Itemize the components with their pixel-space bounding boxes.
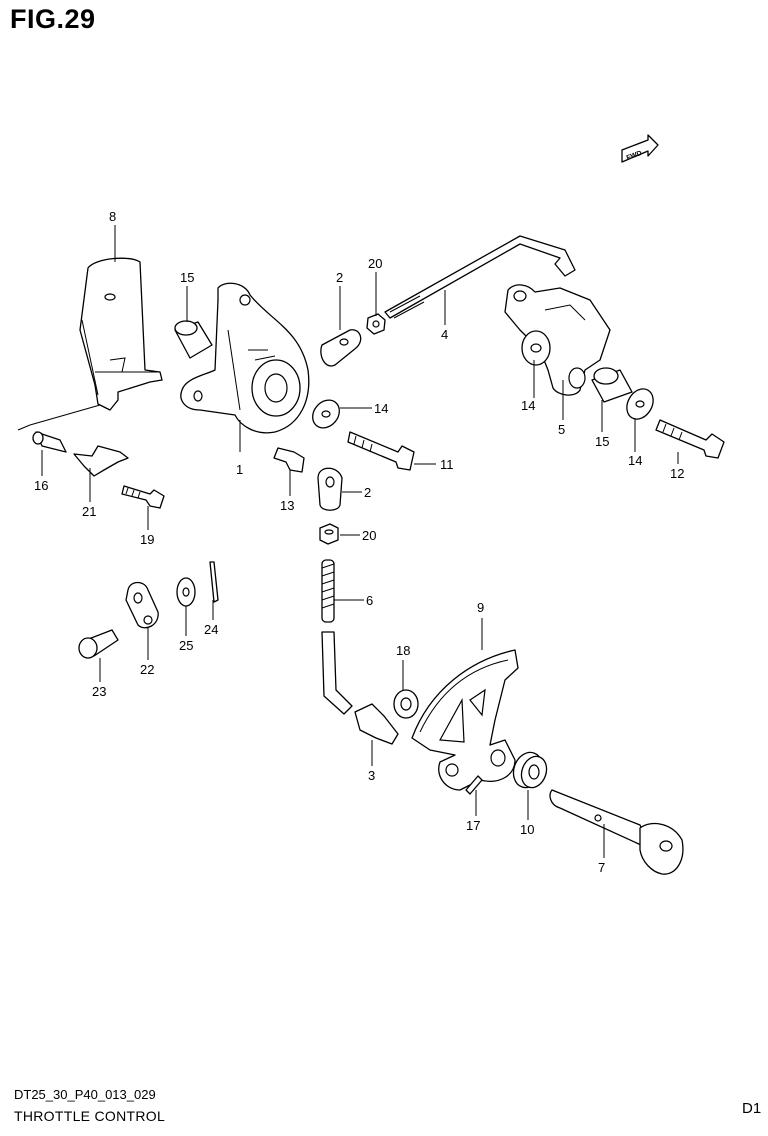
part-9-sector-plate bbox=[411, 649, 519, 791]
callout-18: 18 bbox=[396, 643, 410, 658]
part-5-lever bbox=[504, 284, 611, 396]
callout-25: 25 bbox=[179, 638, 193, 653]
callout-22: 22 bbox=[140, 662, 154, 677]
part-22-joint bbox=[125, 581, 159, 629]
diagram-code: DT25_30_P40_013_029 bbox=[14, 1087, 156, 1102]
part-15-collar bbox=[174, 320, 213, 359]
callout-20-lower: 20 bbox=[362, 528, 376, 543]
part-19-screw bbox=[121, 485, 165, 509]
part-2-joint-upper bbox=[320, 329, 362, 367]
callout-17: 17 bbox=[466, 818, 480, 833]
part-8-bracket bbox=[17, 257, 163, 431]
diagram-title: THROTTLE CONTROL bbox=[14, 1108, 166, 1124]
callout-14-a: 14 bbox=[374, 401, 388, 416]
part-20-nut-lower bbox=[319, 523, 339, 545]
callout-14-c: 14 bbox=[628, 453, 642, 468]
callout-20-upper: 20 bbox=[368, 256, 382, 271]
part-14-washer-c bbox=[626, 388, 654, 420]
callout-5: 5 bbox=[558, 422, 565, 437]
callout-15-upper: 15 bbox=[180, 270, 194, 285]
callout-2-upper: 2 bbox=[336, 270, 343, 285]
part-17-pin bbox=[465, 775, 483, 795]
callout-14-b: 14 bbox=[521, 398, 535, 413]
part-6-threaded-rod bbox=[321, 559, 353, 715]
callout-7: 7 bbox=[598, 860, 605, 875]
part-11-bolt bbox=[347, 431, 415, 471]
callout-15-right: 15 bbox=[595, 434, 609, 449]
part-21-clamp bbox=[73, 445, 129, 477]
leader-lines bbox=[41, 225, 679, 858]
callout-6: 6 bbox=[366, 593, 373, 608]
part-25-washer bbox=[176, 577, 196, 607]
callout-10: 10 bbox=[520, 822, 534, 837]
callout-1: 1 bbox=[236, 462, 243, 477]
part-13-pin bbox=[273, 447, 305, 473]
part-1-throttle-lever bbox=[180, 282, 310, 434]
part-7-shaft bbox=[549, 789, 684, 875]
callout-9: 9 bbox=[477, 600, 484, 615]
callout-16: 16 bbox=[34, 478, 48, 493]
callout-12: 12 bbox=[670, 466, 684, 481]
part-23-pin bbox=[78, 629, 119, 659]
part-12-bolt bbox=[655, 419, 725, 459]
part-14-washer-a bbox=[312, 399, 340, 429]
part-10-bushing bbox=[512, 751, 548, 789]
callout-3: 3 bbox=[368, 768, 375, 783]
callout-numbers: 8 15 2 20 4 1 14 11 13 2 20 6 14 5 15 14… bbox=[34, 209, 684, 875]
part-4-link-rod bbox=[384, 235, 576, 319]
part-20-nut-upper bbox=[366, 313, 386, 335]
callout-4: 4 bbox=[441, 327, 448, 342]
callout-13: 13 bbox=[280, 498, 294, 513]
callout-11: 11 bbox=[440, 457, 454, 472]
part-2-joint-lower bbox=[317, 467, 343, 511]
part-24-cotter-pin bbox=[209, 561, 219, 603]
part-15-collar-right bbox=[591, 367, 633, 403]
callout-2-lower: 2 bbox=[364, 485, 371, 500]
callout-21: 21 bbox=[82, 504, 96, 519]
figure-title: FIG.29 bbox=[10, 4, 96, 34]
callout-19: 19 bbox=[140, 532, 154, 547]
corner-mark: D1 bbox=[742, 1100, 762, 1117]
callout-8: 8 bbox=[109, 209, 116, 224]
part-3-clip bbox=[354, 703, 399, 745]
part-16-sleeve bbox=[32, 431, 67, 453]
part-18-bushing bbox=[393, 689, 419, 719]
callout-24: 24 bbox=[204, 622, 218, 637]
callout-23: 23 bbox=[92, 684, 106, 699]
fwd-arrow-icon: FWD bbox=[621, 134, 659, 163]
part-14-washer-b bbox=[521, 330, 551, 366]
